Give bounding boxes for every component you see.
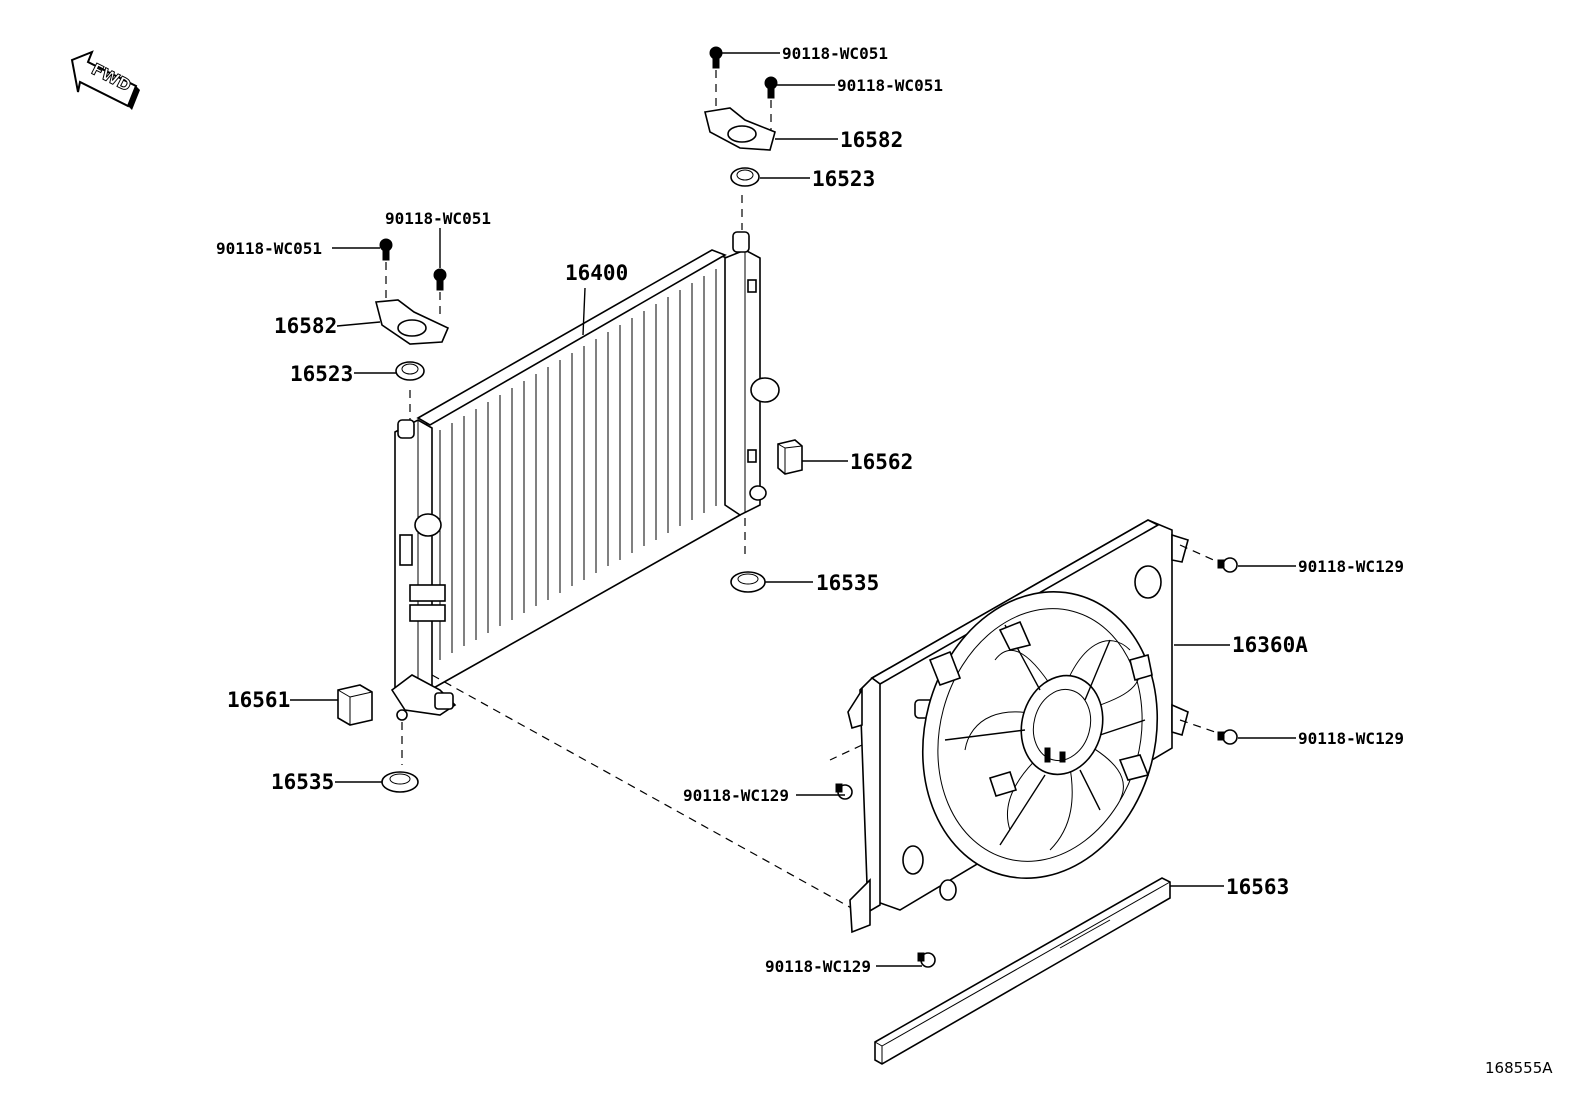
callout-radiator: 16400	[565, 261, 628, 285]
callout-cushion-bottom-right: 16535	[816, 571, 879, 595]
cushion-bottom-right-drawing	[730, 518, 766, 593]
fan-bolts	[829, 544, 1238, 968]
callout-bolt-left-1: 90118-WC051	[216, 239, 322, 258]
radiator-drawing	[390, 231, 780, 716]
cushion-bottom-left-drawing	[381, 709, 419, 793]
callout-cushion-bottom-left: 16535	[271, 770, 334, 794]
fan-shroud-drawing	[847, 519, 1189, 934]
callout-fan-bolt-top: 90118-WC129	[1298, 557, 1404, 576]
leader-lines	[290, 52, 1296, 967]
callout-seal-right: 16562	[850, 450, 913, 474]
callout-fan-bolt-right: 90118-WC129	[1298, 729, 1404, 748]
seal-strip-drawing	[874, 877, 1171, 1065]
callout-bracket-left: 16582	[274, 314, 337, 338]
callout-cushion-top-right: 16523	[812, 167, 875, 191]
callout-seal-bottom: 16563	[1226, 875, 1289, 899]
callout-seal-left: 16561	[227, 688, 290, 712]
callout-bolt-top-2: 90118-WC051	[837, 76, 943, 95]
callout-fan-bolt-bottom: 90118-WC129	[765, 957, 871, 976]
top-left-mount	[374, 238, 450, 420]
callout-bracket-right: 16582	[840, 128, 903, 152]
callout-bolt-left-2: 90118-WC051	[385, 209, 491, 228]
top-right-mount	[704, 46, 778, 230]
callout-fan-shroud: 16360A	[1232, 633, 1308, 657]
callout-cushion-top-left: 16523	[290, 362, 353, 386]
callout-bolt-top-1: 90118-WC051	[782, 44, 888, 63]
seal-right-drawing	[777, 439, 803, 475]
seal-left-drawing	[337, 684, 373, 726]
alignment-line	[431, 674, 856, 911]
fwd-arrow-icon: FWD	[70, 50, 140, 110]
diagram-reference-number: 168555A	[1485, 1059, 1553, 1077]
callout-fan-bolt-left: 90118-WC129	[683, 786, 789, 805]
